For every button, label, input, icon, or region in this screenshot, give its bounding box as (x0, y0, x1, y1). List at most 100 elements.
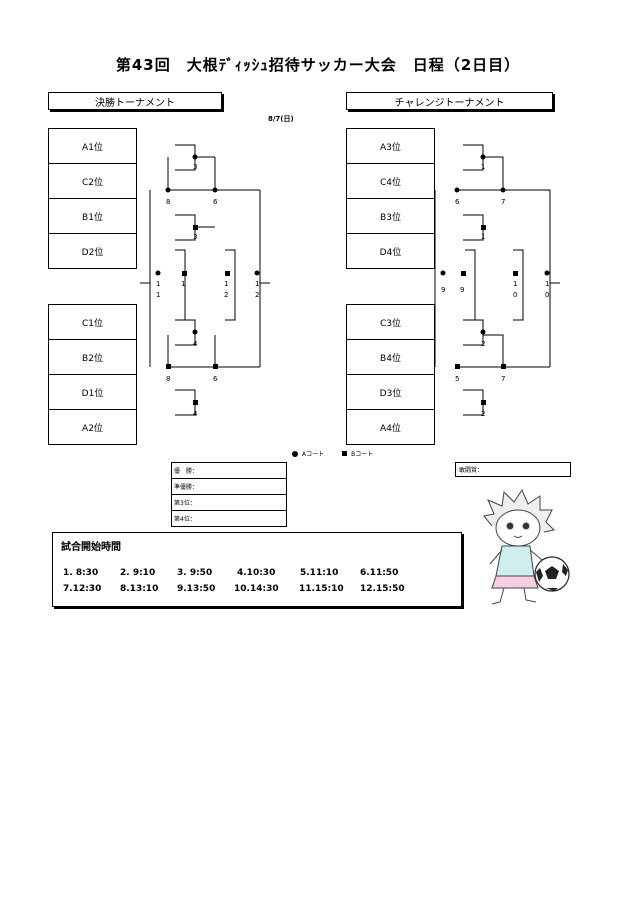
team-slot: C2位 (49, 164, 136, 199)
team-slot: A1位 (49, 129, 136, 164)
mascot-illustration (483, 488, 570, 605)
match-number: 1 (481, 233, 485, 241)
schedule-title: 試合開始時間 (61, 542, 121, 553)
match-number: 6 (213, 198, 218, 206)
team-slot: B4位 (347, 340, 434, 375)
team-slot: A2位 (82, 423, 103, 434)
a-court-marker (192, 329, 198, 335)
b-court-marker (481, 400, 486, 405)
match-number: 8 (166, 375, 170, 383)
a-court-marker (454, 187, 460, 193)
kickoff-time: 6.11:50 (360, 568, 399, 578)
result-row: 第3位： (172, 495, 286, 511)
b-court-marker (182, 271, 187, 276)
kickoff-time: 10.14:30 (234, 584, 279, 594)
match-number: 3 (193, 163, 197, 171)
legend-a-court: Aコート (302, 451, 325, 458)
a-court-marker (192, 154, 198, 160)
result-row: 優 勝： (172, 463, 286, 479)
match-number: 1 (545, 280, 549, 288)
results-table: 優 勝： 準優勝： 第3位： 第4位： (171, 462, 287, 527)
result-row: 第4位： (174, 516, 196, 523)
match-number: 1 (481, 163, 485, 171)
match-number: 4 (193, 410, 198, 418)
square-icon (342, 451, 348, 456)
kickoff-time: 8.13:10 (120, 584, 159, 594)
kickoff-time: 1. 8:30 (63, 568, 99, 578)
b-court-marker (193, 400, 198, 405)
a-court-marker (544, 270, 550, 276)
b-court-marker (455, 364, 460, 369)
match-number: 7 (501, 375, 505, 383)
match-number: 7 (501, 198, 505, 206)
team-slot: B2位 (49, 340, 136, 375)
right-team-list-bottom: C3位 B4位 D3位 A4位 (346, 304, 435, 445)
match-number: 3 (193, 233, 197, 241)
kickoff-time: 5.11:10 (300, 568, 339, 578)
b-court-marker (501, 364, 506, 369)
a-court-marker (480, 329, 486, 335)
team-slot: B1位 (49, 199, 136, 234)
b-court-marker (225, 271, 230, 276)
team-slot: D4位 (379, 247, 402, 258)
a-court-marker (500, 187, 506, 193)
kickoff-time: 3. 9:50 (177, 568, 213, 578)
page-title: 第43回 大根ﾃﾞｨｯｼｭ招待サッカー大会 日程（2日目） (115, 56, 521, 74)
a-court-marker (212, 187, 218, 193)
match-number: 5 (455, 375, 459, 383)
match-number: 2 (481, 340, 485, 348)
a-court-marker (254, 270, 260, 276)
kickoff-time: 9.13:50 (177, 584, 216, 594)
kickoff-time: 11.15:10 (299, 584, 344, 594)
team-slot: D1位 (49, 375, 136, 410)
b-court-marker (513, 271, 518, 276)
match-number: 6 (455, 198, 460, 206)
kickoff-time: 12.15:50 (360, 584, 405, 594)
result-row: 準優勝： (172, 479, 286, 495)
team-slot: A4位 (380, 423, 401, 434)
a-court-marker (165, 187, 171, 193)
match-number: 4 (193, 340, 198, 348)
match-number: 1 (513, 280, 517, 288)
team-slot: C4位 (347, 164, 434, 199)
left-team-list-top: A1位 C2位 B1位 D2位 (48, 128, 137, 269)
match-number: 2 (255, 291, 259, 299)
match-date: 8/7(日) (268, 115, 294, 123)
match-number: 2 (224, 291, 228, 299)
team-slot: C1位 (49, 305, 136, 340)
match-number: 1 (255, 280, 259, 288)
match-number: 1 (181, 280, 185, 288)
fighting-spirit-award: 敢闘賞： (455, 462, 571, 477)
left-bracket-lines: 3 8 6 3 1 1 1 1 2 1 2 4 8 6 4 (140, 144, 270, 418)
kickoff-time: 7.12:30 (63, 584, 102, 594)
court-legend: Aコート Bコート (292, 449, 373, 458)
team-slot: C3位 (347, 305, 434, 340)
right-team-list-top: A3位 C4位 B3位 D4位 (346, 128, 435, 269)
kickoff-time: 2. 9:10 (120, 568, 156, 578)
match-number: 0 (545, 291, 549, 299)
legend-b-court: Bコート (351, 451, 374, 458)
match-number: 9 (441, 286, 445, 294)
team-slot: D2位 (81, 247, 104, 258)
b-court-marker (213, 364, 218, 369)
match-number: 9 (460, 286, 464, 294)
left-tournament-header: 決勝トーナメント (48, 92, 222, 110)
match-number: 8 (166, 198, 170, 206)
b-court-marker (193, 225, 198, 230)
kickoff-time: 4.10:30 (237, 568, 276, 578)
team-slot: D3位 (347, 375, 434, 410)
match-number: 1 (224, 280, 228, 288)
kickoff-schedule: 試合開始時間 1. 8:30 2. 9:10 3. 9:50 4.10:30 5… (52, 532, 462, 607)
b-court-marker (481, 225, 486, 230)
right-bracket-lines: 1 6 7 1 9 9 1 0 1 0 2 5 7 2 (434, 144, 560, 418)
a-court-marker (155, 270, 161, 276)
b-court-marker (461, 271, 466, 276)
match-number: 1 (156, 280, 160, 288)
match-number: 1 (156, 291, 160, 299)
left-team-list-bottom: C1位 B2位 D1位 A2位 (48, 304, 137, 445)
match-number: 6 (213, 375, 218, 383)
team-slot: A3位 (347, 129, 434, 164)
match-number: 2 (481, 410, 485, 418)
match-number: 0 (513, 291, 517, 299)
a-court-marker (440, 270, 446, 276)
